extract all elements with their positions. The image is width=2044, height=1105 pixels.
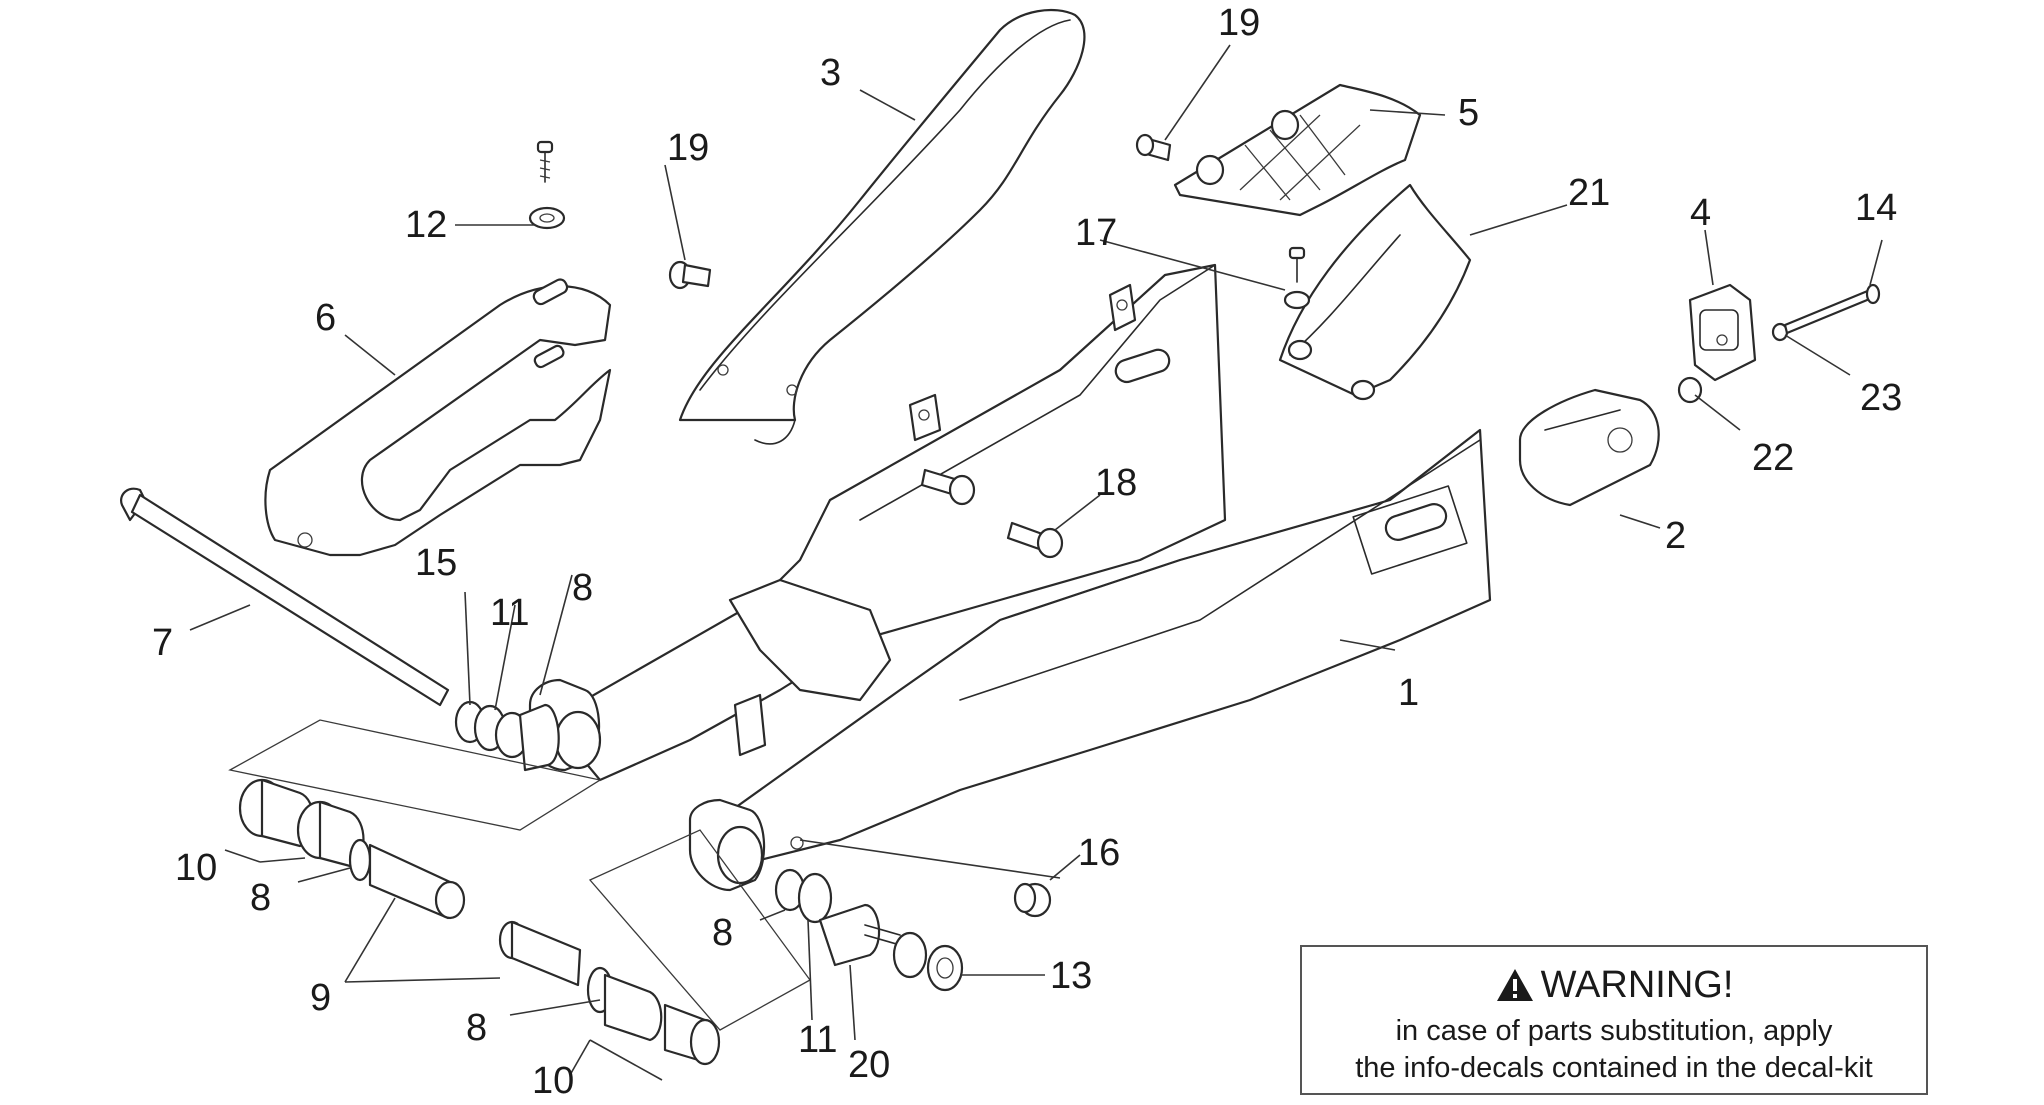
warning-line-1: in case of parts substitution, apply (1395, 1015, 1833, 1047)
upper-spacers (454, 700, 560, 772)
callout-6: 6 (315, 297, 336, 339)
screw-12 (528, 140, 566, 230)
callout-16: 16 (1078, 832, 1120, 874)
callout-11-top: 11 (490, 592, 529, 634)
callout-8-left: 8 (250, 877, 271, 919)
callout-22: 22 (1752, 437, 1794, 479)
callout-1: 1 (1398, 672, 1419, 714)
callout-10-lower: 10 (532, 1060, 574, 1102)
bearing-set-left (238, 778, 466, 920)
mudguard-21 (1278, 183, 1472, 401)
axle (120, 487, 450, 707)
callout-2: 2 (1665, 515, 1686, 557)
callout-23: 23 (1860, 377, 1902, 419)
bearing-set-lower (498, 920, 721, 1066)
callout-21: 21 (1568, 172, 1610, 214)
callout-3: 3 (820, 52, 841, 94)
swingarm (528, 263, 1492, 892)
callout-17: 17 (1075, 212, 1117, 254)
callout-14: 14 (1855, 187, 1897, 229)
chain-slider (264, 278, 612, 557)
callout-10-left: 10 (175, 847, 217, 889)
callout-19-top: 19 (1218, 2, 1260, 44)
callout-19-left: 19 (667, 127, 709, 169)
callout-15: 15 (415, 542, 457, 584)
chain-adjuster (1518, 283, 1881, 507)
warning-notice: WARNING! in case of parts substitution, … (1300, 945, 1928, 1095)
screw-19-left (668, 260, 712, 290)
callout-20: 20 (848, 1044, 890, 1086)
callout-8-top: 8 (572, 567, 593, 609)
leader-lines (189, 44, 1883, 1081)
callout-12: 12 (405, 204, 447, 246)
callout-5: 5 (1458, 92, 1479, 134)
right-side-stack (774, 868, 964, 992)
callout-8-lower: 8 (466, 1007, 487, 1049)
warning-triangle-icon (1496, 969, 1533, 1001)
cap-16 (790, 836, 1052, 918)
callout-4: 4 (1690, 192, 1711, 234)
chain-guard (678, 8, 1086, 445)
callout-7: 7 (152, 622, 173, 664)
callout-8-mid: 8 (712, 912, 733, 954)
bolts-18 (920, 468, 1064, 559)
warning-line-2: the info-decals contained in the decal-k… (1355, 1052, 1873, 1084)
warning-title-row: WARNING! (1302, 963, 1926, 1007)
callouts: 1 2 3 4 5 6 7 8 8 8 8 9 10 10 11 11 12 1… (152, 2, 1902, 1102)
callout-9: 9 (310, 977, 331, 1019)
cover-plate-5 (1135, 83, 1422, 217)
callout-13: 13 (1050, 955, 1092, 997)
callout-11-right: 11 (798, 1019, 837, 1061)
callout-18: 18 (1095, 462, 1137, 504)
warning-title: WARNING! (1540, 964, 1734, 1006)
